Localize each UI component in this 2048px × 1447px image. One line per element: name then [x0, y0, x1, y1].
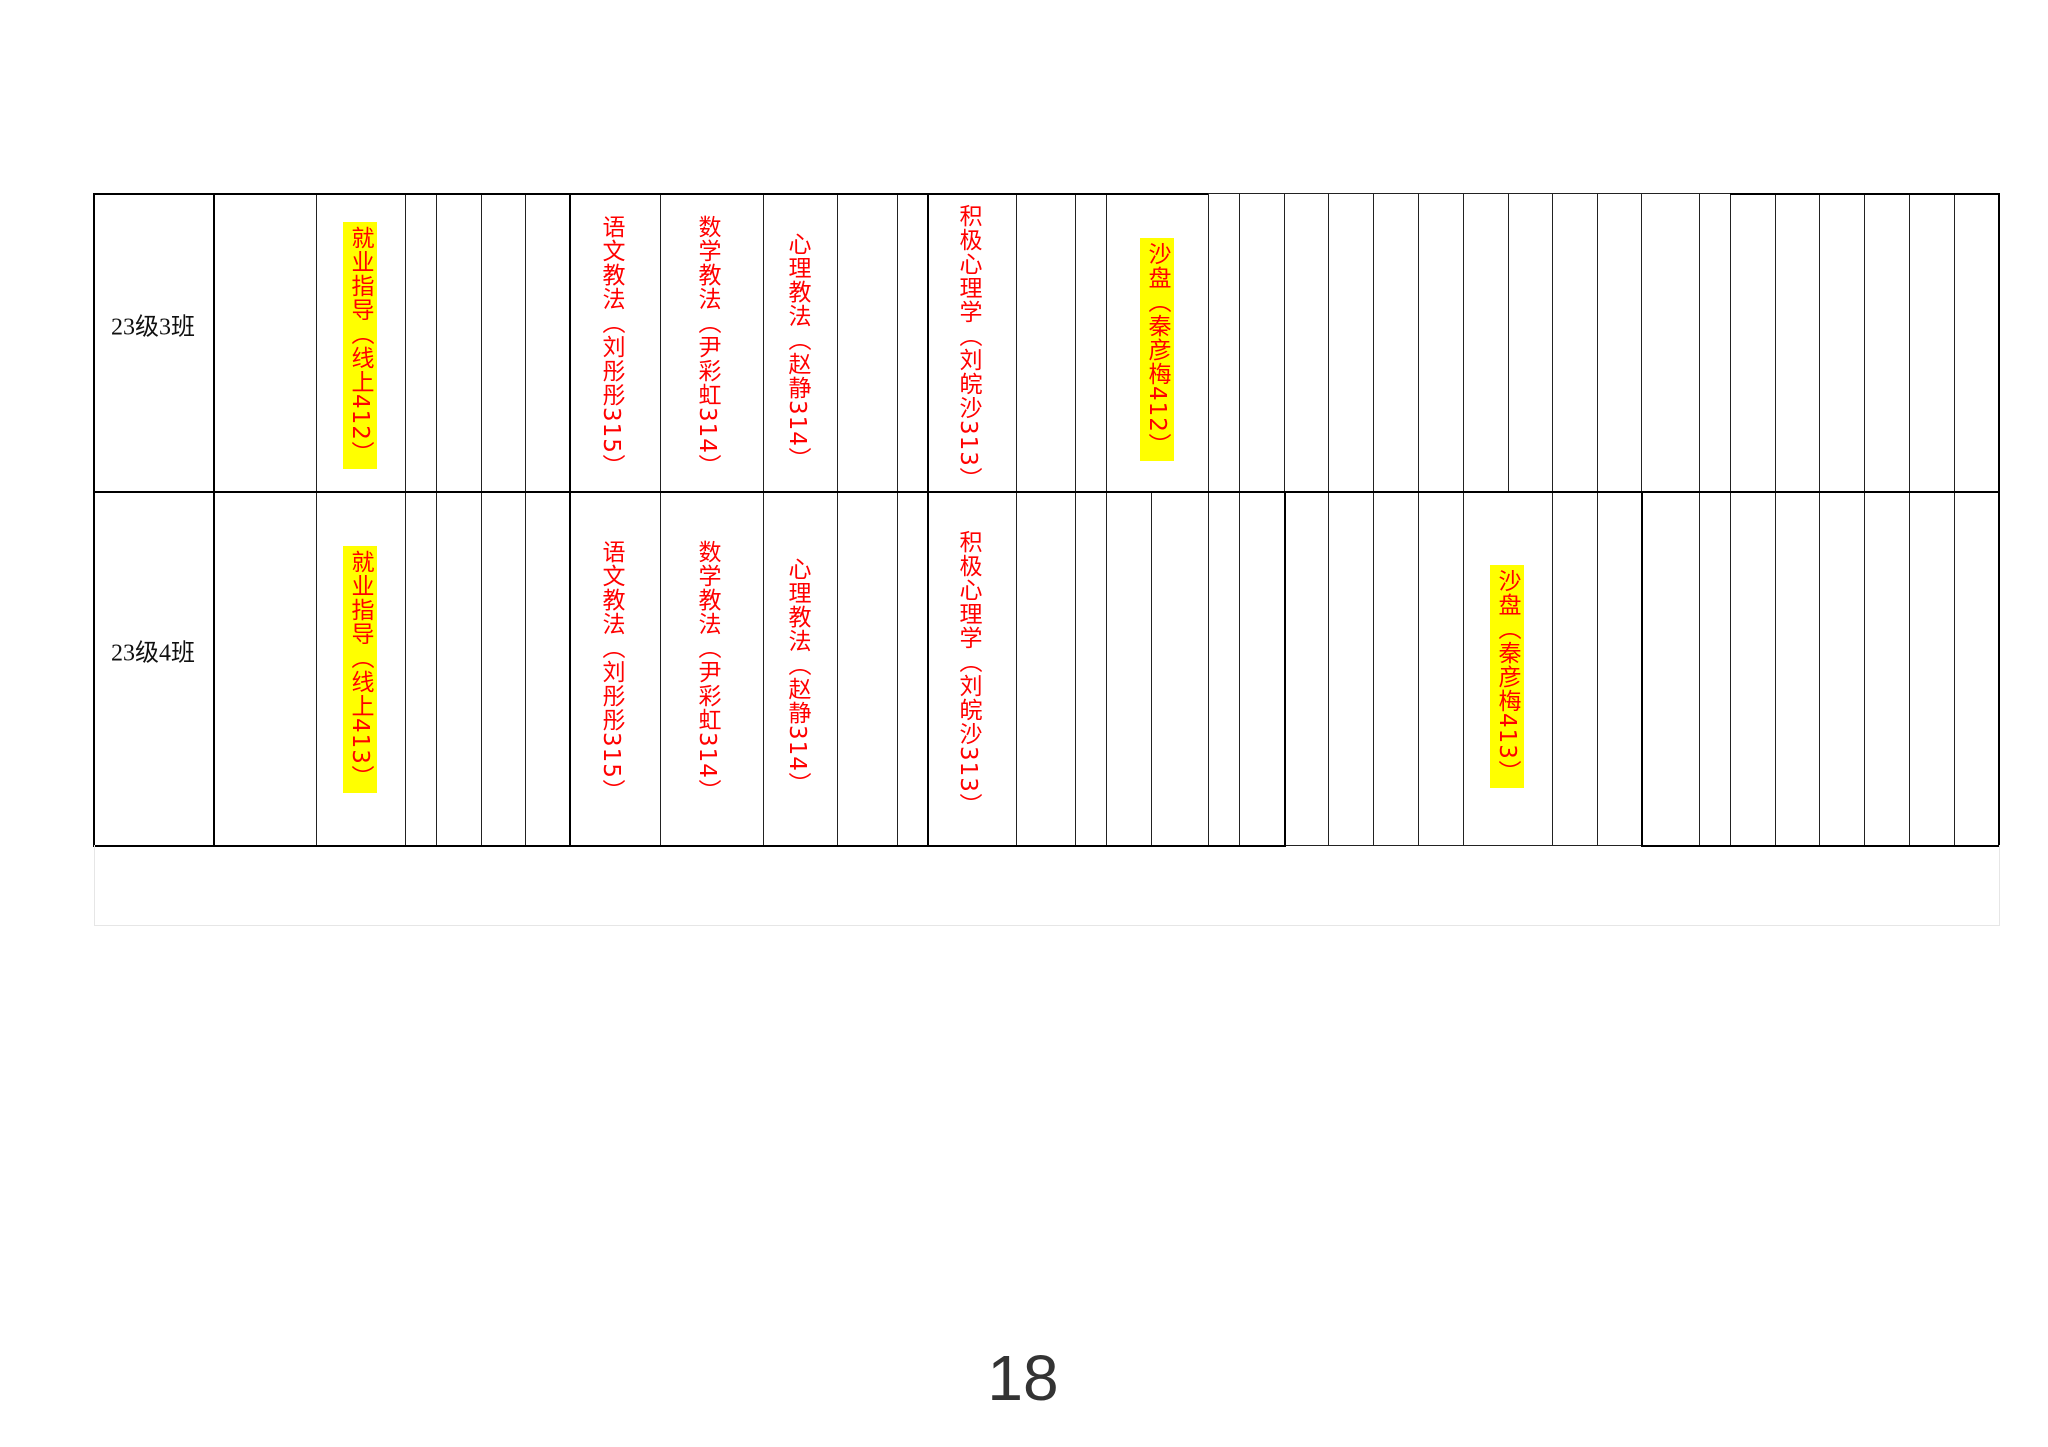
class-label-row-2: 23级4班 [111, 640, 195, 667]
grid-line [1463, 193, 1464, 845]
grid-line [93, 845, 1286, 847]
grid-line [660, 193, 661, 845]
class-label-row-1: 23级3班 [111, 314, 195, 341]
grid-line [436, 193, 437, 845]
grid-line [1328, 193, 1329, 845]
grid-line [1641, 491, 1643, 845]
grid-line [1239, 193, 1240, 845]
grid-line [1819, 193, 1820, 845]
grid-line [1418, 193, 1419, 845]
course-cell-sandplay: 沙盘（秦彦梅413） [1490, 565, 1524, 788]
course-cell-employment-guidance: 就业指导（线上413） [343, 546, 377, 793]
course-cell-positive-psychology: 积极心理学（刘皖沙313） [955, 530, 981, 817]
course-cell-employment-guidance: 就业指导（线上412） [343, 222, 377, 469]
grid-line [525, 193, 526, 845]
grid-line [93, 491, 2000, 493]
grid-line [569, 193, 571, 845]
page-number: 18 [987, 1342, 1059, 1414]
grid-line [1909, 193, 1910, 845]
grid-line [837, 193, 838, 845]
grid-line [93, 193, 95, 845]
course-cell-sandplay: 沙盘（秦彦梅412） [1140, 238, 1174, 461]
grid-line [1508, 193, 1509, 491]
grid-line [1284, 491, 1286, 845]
grid-line [213, 193, 215, 845]
grid-line [1208, 193, 1209, 845]
grid-line [1775, 193, 1776, 845]
grid-line [405, 193, 406, 845]
grid-line [316, 193, 317, 845]
grid-line [93, 193, 1208, 195]
grid-line [897, 193, 898, 845]
grid-line [1954, 193, 1955, 845]
grid-line [481, 193, 482, 845]
grid-line [1730, 193, 1731, 845]
course-cell-chinese-pedagogy: 语文教法（刘彤彤315） [598, 540, 624, 803]
grid-line [1373, 193, 1374, 845]
grid-line [763, 193, 764, 845]
grid-line [1699, 193, 1700, 845]
grid-line [1208, 193, 1730, 194]
grid-line [1284, 193, 1285, 491]
grid-line [1286, 845, 1641, 846]
grid-line [1106, 193, 1107, 845]
grid-line [1597, 193, 1598, 845]
course-cell-math-pedagogy: 数学教法（尹彩虹314） [694, 540, 720, 803]
empty-footer-row [94, 845, 2000, 926]
grid-line [1151, 491, 1152, 845]
grid-line [1730, 193, 2000, 195]
grid-line [1641, 193, 1642, 491]
grid-line [1075, 193, 1076, 845]
course-cell-psychology-pedagogy: 心理教法（赵静314） [784, 232, 810, 471]
grid-line [1641, 845, 2000, 847]
grid-line [1864, 193, 1865, 845]
grid-line [1552, 491, 1553, 845]
course-cell-positive-psychology: 积极心理学（刘皖沙313） [955, 204, 981, 491]
grid-line [1016, 193, 1017, 845]
course-cell-math-pedagogy: 数学教法（尹彩虹314） [694, 215, 720, 478]
grid-line [1998, 193, 2000, 845]
course-cell-psychology-pedagogy: 心理教法（赵静314） [784, 557, 810, 796]
grid-line [1552, 193, 1553, 491]
course-cell-chinese-pedagogy: 语文教法（刘彤彤315） [598, 215, 624, 478]
grid-line [927, 193, 929, 845]
